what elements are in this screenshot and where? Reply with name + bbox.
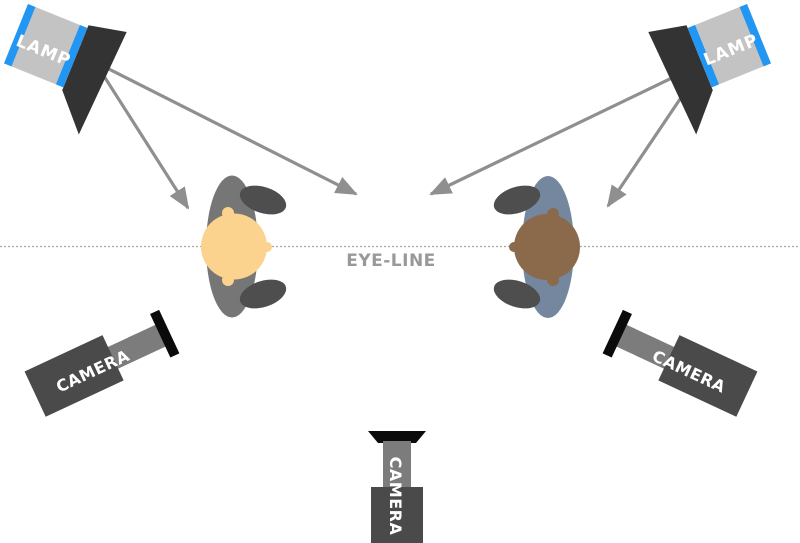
lamp-barn-door	[648, 25, 713, 135]
camera-lens-hood	[368, 431, 426, 443]
subject-arm	[239, 185, 287, 215]
camera-bottom-center: CAMERA	[368, 431, 426, 543]
eye-line-label: EYE-LINE	[346, 251, 436, 271]
lamp-barn-door	[62, 25, 127, 135]
camera-body	[371, 487, 423, 543]
camera-body	[658, 335, 758, 417]
camera-lens	[383, 441, 411, 493]
light-arrow	[429, 60, 706, 196]
lamp-stripe	[687, 24, 720, 88]
lamp-stripe	[4, 4, 36, 67]
subject-arm	[239, 279, 287, 309]
light-beams-left	[93, 60, 358, 210]
camera-lens	[106, 324, 168, 370]
subject-head	[201, 213, 267, 280]
lamp-stripe	[739, 4, 771, 67]
subject-right	[493, 176, 580, 318]
camera-body	[24, 335, 124, 417]
light-beams-right	[429, 60, 707, 208]
camera-lens-hood	[602, 309, 632, 358]
camera-lens-hood	[150, 309, 180, 358]
camera-lens	[614, 324, 676, 370]
camera-bottom-right	[602, 309, 758, 417]
light-arrow	[94, 60, 358, 196]
lamp-top-left: LAMP	[4, 4, 127, 135]
lamp-top-right	[648, 4, 771, 135]
camera-bottom-left: CAMERA	[24, 309, 180, 417]
subject-arm	[493, 185, 541, 215]
lamp-stripe	[55, 24, 88, 88]
camera-label: CAMERA	[386, 457, 405, 536]
subject-arm	[493, 279, 541, 309]
subject-left	[201, 175, 287, 318]
light-arrow	[93, 61, 190, 210]
subject-head	[514, 214, 580, 280]
